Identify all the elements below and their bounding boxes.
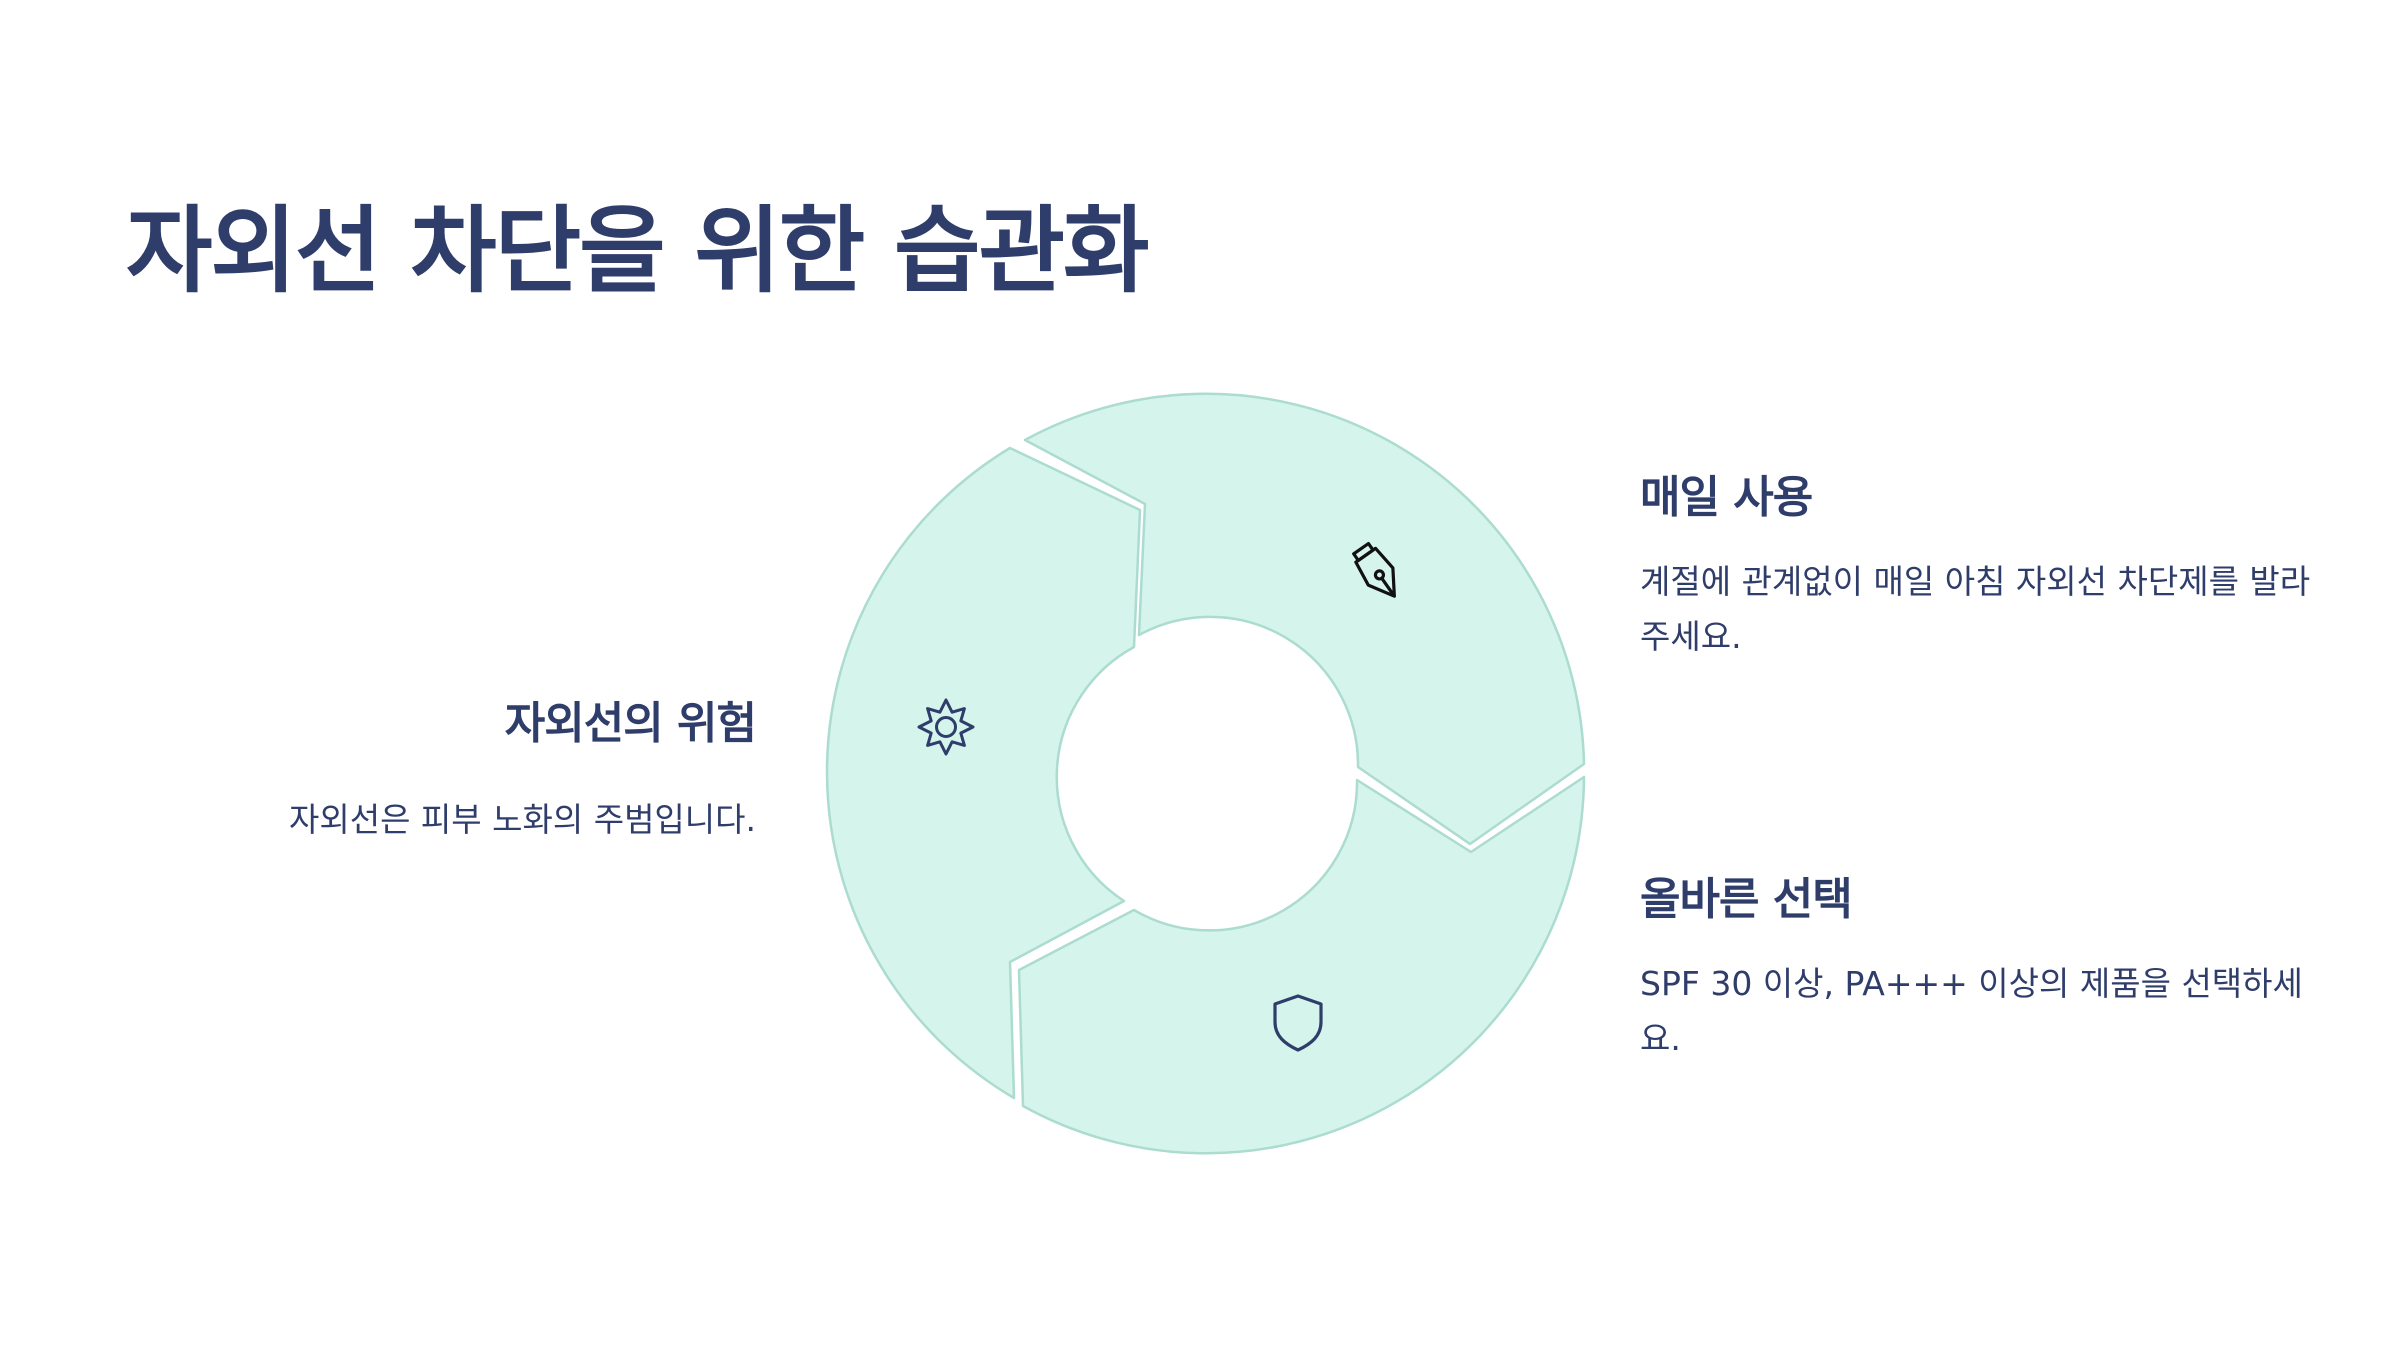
pen-nib-icon [1352,541,1396,598]
cycle-segment-choice [1017,775,1586,1155]
step-daily-use-description: 계절에 관계없이 매일 아침 자외선 차단제를 발라주세요. [1640,561,2311,656]
sun-icon [917,698,975,756]
step-risk: 자외선의 위험 자외선은 피부 노화의 주범입니다. [80,698,757,848]
step-choice: 올바른 선택 SPF 30 이상, PA+++ 이상의 제품을 선택하세요. [1640,874,2320,1066]
step-risk-description: 자외선은 피부 노화의 주범입니다. [289,799,756,839]
step-choice-description: SPF 30 이상, PA+++ 이상의 제품을 선택하세요. [1640,963,2303,1058]
step-daily-use-heading: 매일 사용 [1640,472,1813,523]
cycle-segment-risk [825,446,1142,1100]
shield-icon [1273,994,1323,1052]
step-risk-heading: 자외선의 위험 [504,698,757,749]
page-title: 자외선 차단을 위한 습관화 [126,197,1149,306]
cycle-segment-daily-use [1023,392,1586,846]
step-daily-use: 매일 사용 계절에 관계없이 매일 아침 자외선 차단제를 발라주세요. [1640,472,2320,664]
step-choice-heading: 올바른 선택 [1640,874,1853,925]
